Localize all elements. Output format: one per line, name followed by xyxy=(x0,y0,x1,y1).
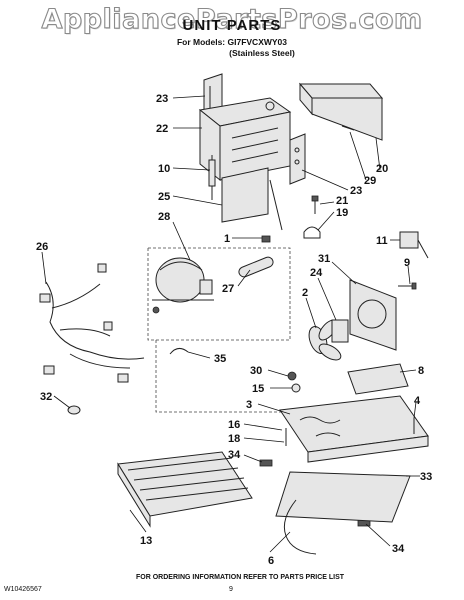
wiring-harness-part-26 xyxy=(39,263,145,383)
callout-23: 23 xyxy=(156,93,168,105)
callout-18: 18 xyxy=(228,433,240,445)
watermark: AppliancePartsPros.com xyxy=(41,3,423,35)
callout-24: 24 xyxy=(310,267,323,279)
callout-8: 8 xyxy=(418,365,424,377)
callout-6: 6 xyxy=(268,555,274,567)
callout-27: 27 xyxy=(222,283,234,295)
callout-22: 22 xyxy=(156,123,168,135)
callout-34: 34 xyxy=(228,449,241,461)
callout-29: 29 xyxy=(364,175,376,187)
start-device-part-1 xyxy=(261,235,271,243)
callout-19: 19 xyxy=(336,207,348,219)
shield-part-25 xyxy=(221,167,269,223)
fan-motor-part-24 xyxy=(331,319,349,343)
callout-13: 13 xyxy=(140,535,152,547)
compressor-box-outline xyxy=(147,247,291,413)
callout-35: 35 xyxy=(214,353,226,365)
cover-part-33 xyxy=(275,471,411,523)
ordering-notice: FOR ORDERING INFORMATION REFER TO PARTS … xyxy=(136,574,345,581)
tube-part-25 xyxy=(269,179,283,231)
screw-part-21 xyxy=(311,195,319,214)
callout-16: 16 xyxy=(228,419,240,431)
fan-shroud-part-31 xyxy=(349,279,397,351)
callout-11: 11 xyxy=(376,235,388,247)
callout-30: 30 xyxy=(250,365,262,377)
doc-number: W10426567 xyxy=(4,586,42,593)
callout-2: 2 xyxy=(302,287,308,299)
mount-part-34 xyxy=(259,459,273,467)
condenser-coil-part-13 xyxy=(117,451,253,528)
bracket-part-23-right xyxy=(289,133,306,185)
callout-10: 10 xyxy=(158,163,170,175)
duct-part-20 xyxy=(298,82,384,141)
compressor-part-28 xyxy=(152,257,214,314)
callout-23-right: 23 xyxy=(350,185,362,197)
capacitor-part-27 xyxy=(238,256,274,278)
callout-1: 1 xyxy=(224,233,230,245)
bracket-part-8 xyxy=(347,363,409,395)
callout-32: 32 xyxy=(40,391,52,403)
diagram-title: UNIT PARTS xyxy=(182,17,282,34)
callout-26: 26 xyxy=(36,241,48,253)
callout-20: 20 xyxy=(376,163,388,175)
drier-part-10 xyxy=(208,159,216,187)
screw-part-9 xyxy=(398,282,417,290)
finish-line: (Stainless Steel) xyxy=(229,48,295,58)
callout-4: 4 xyxy=(414,395,421,407)
page-number: 9 xyxy=(229,586,233,593)
relay-part-11 xyxy=(399,231,429,259)
callout-28: 28 xyxy=(158,211,170,223)
wire-part-35 xyxy=(169,348,189,355)
callout-34-lower: 34 xyxy=(392,543,405,555)
callout-15: 15 xyxy=(252,383,264,395)
callout-31: 31 xyxy=(318,253,330,265)
leader-lines xyxy=(41,95,420,553)
callout-3: 3 xyxy=(246,399,252,411)
grommet-part-30 xyxy=(287,371,297,381)
grommet-part-15 xyxy=(291,383,301,393)
callout-labels: 23 22 10 25 28 26 1 27 2 24 31 35 30 15 … xyxy=(36,93,432,567)
callout-21: 21 xyxy=(336,195,348,207)
clamp-part-19 xyxy=(303,226,321,239)
callout-9: 9 xyxy=(404,257,410,269)
base-pan-part-3 xyxy=(279,395,429,463)
callout-33: 33 xyxy=(420,471,432,483)
callout-25: 25 xyxy=(158,191,170,203)
models-line: For Models: GI7FVCXWY03 xyxy=(176,37,288,47)
grommet-part-32 xyxy=(67,405,81,415)
